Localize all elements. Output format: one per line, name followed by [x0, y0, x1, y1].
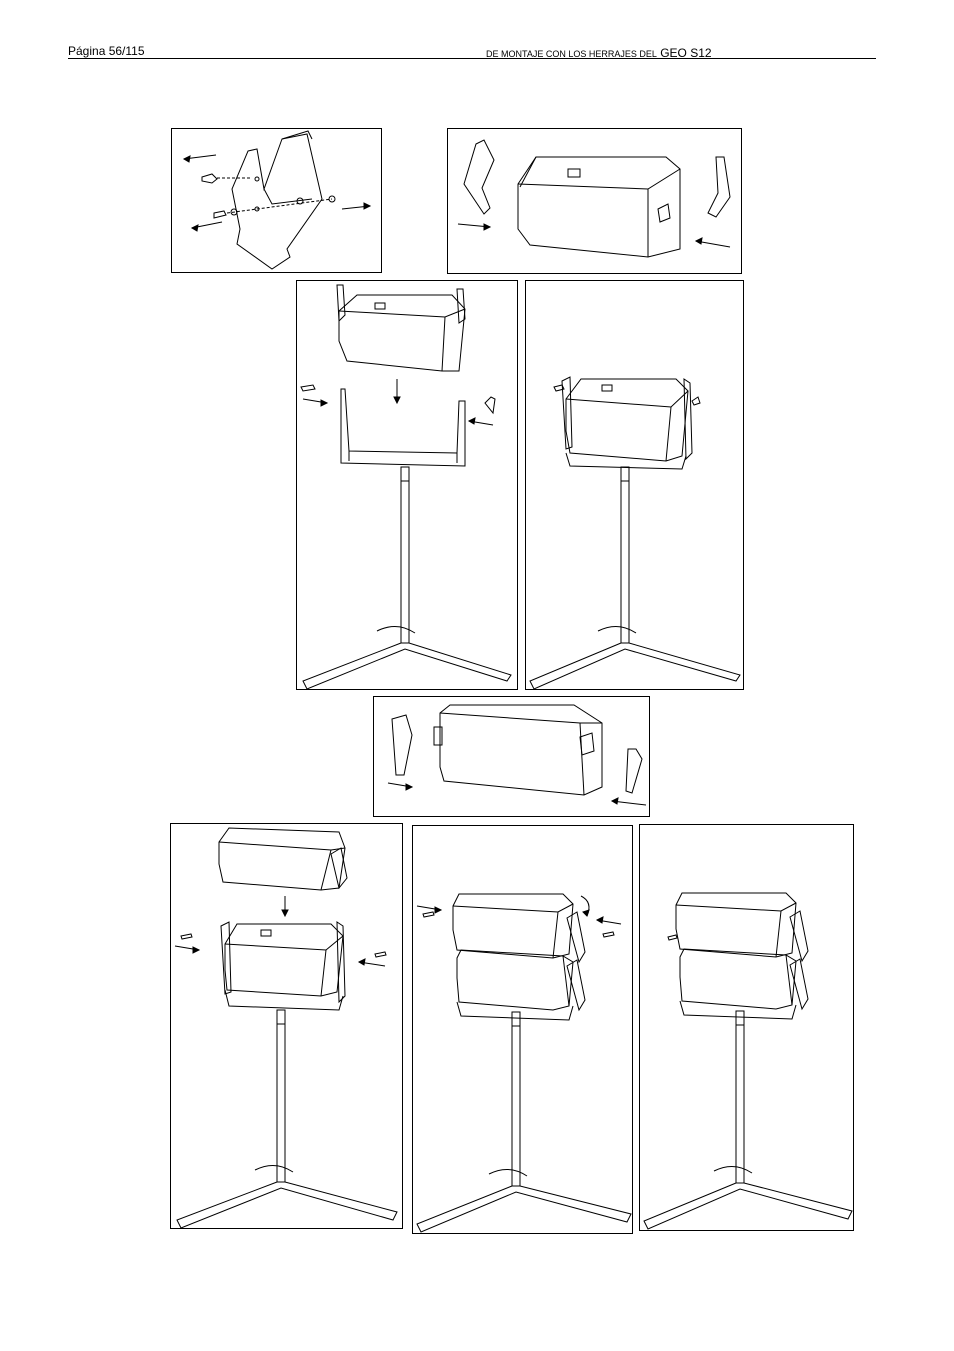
pin-second-drawing [413, 826, 634, 1235]
cabinet-onto-stand-drawing [297, 281, 519, 691]
figure-bracket-exploded [171, 128, 382, 273]
stack-second-drawing [171, 824, 404, 1230]
bracket-to-cabinet-drawing [448, 129, 743, 275]
figure-second-cabinet-brackets [373, 696, 650, 817]
title-model: GEO S12 [660, 46, 711, 60]
document-title: DE MONTAJE CON LOS HERRAJES DEL GEO S12 [486, 46, 712, 60]
figure-cabinet-onto-stand-yoke [296, 280, 518, 690]
figure-bracket-to-cabinet [447, 128, 742, 274]
second-cabinet-drawing [374, 697, 651, 818]
figure-stack-second-cabinet [170, 823, 403, 1229]
title-prefix: DE MONTAJE CON LOS HERRAJES DEL [486, 49, 657, 59]
cabinet-mounted-drawing [526, 281, 745, 691]
page-number: Página 56/115 [68, 44, 145, 58]
page-header: Página 56/115 DE MONTAJE CON LOS HERRAJE… [68, 44, 876, 59]
two-cabinets-drawing [640, 825, 855, 1232]
bracket-exploded-drawing [172, 129, 383, 274]
figure-cabinet-mounted-on-stand [525, 280, 744, 690]
figure-pin-second-cabinet [412, 825, 633, 1234]
figure-two-cabinets-assembled [639, 824, 854, 1231]
